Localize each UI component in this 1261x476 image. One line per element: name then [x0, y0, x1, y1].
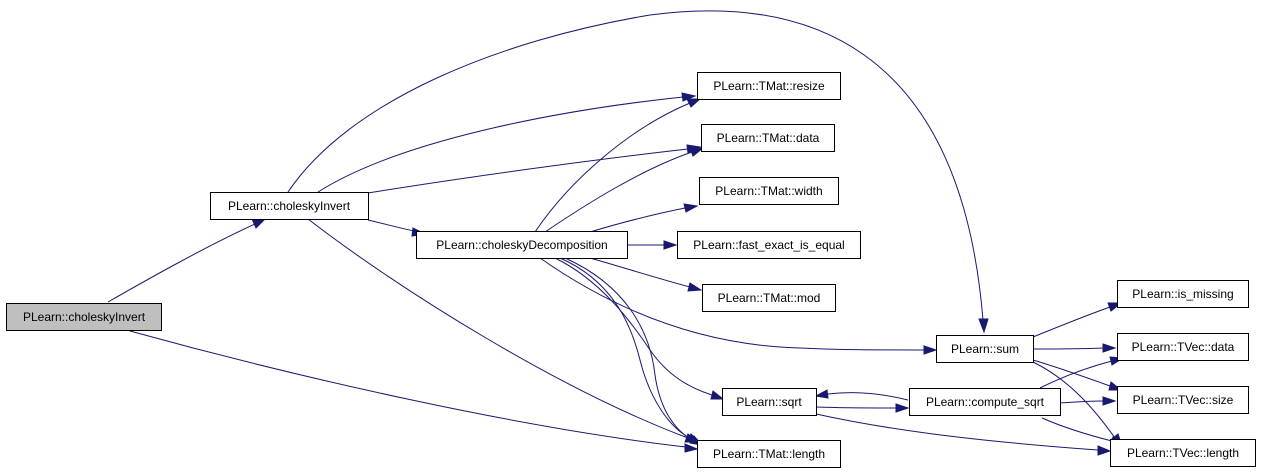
edge-invert2-to-sum [287, 10, 989, 334]
node-cholesky-decomposition[interactable]: PLearn::choleskyDecomposition [416, 231, 628, 259]
edge-decomp-to-tmat-mod [589, 257, 703, 292]
edge-decomp-to-tmat-data [544, 147, 705, 233]
node-label: PLearn::compute_sqrt [926, 395, 1045, 409]
node-tmat-length[interactable]: PLearn::TMat::length [697, 440, 841, 468]
edge-decomp-to-sum [539, 257, 938, 355]
node-tmat-resize[interactable]: PLearn::TMat::resize [697, 72, 841, 100]
node-tvec-length[interactable]: PLearn::TVec::length [1110, 439, 1256, 467]
edge-invert2-to-resize [317, 92, 697, 193]
node-tmat-width[interactable]: PLearn::TMat::width [699, 177, 839, 205]
node-label: PLearn::TVec::size [1133, 393, 1234, 407]
node-tvec-size[interactable]: PLearn::TVec::size [1117, 386, 1249, 414]
edge-compute-sqrt-to-tvec-size [1059, 396, 1117, 406]
node-tmat-mod[interactable]: PLearn::TMat::mod [702, 284, 836, 312]
node-label: PLearn::TMat::mod [718, 291, 821, 305]
node-label: PLearn::sum [951, 342, 1019, 356]
edge-compute-sqrt-to-sqrt [814, 389, 909, 401]
node-tvec-data[interactable]: PLearn::TVec::data [1117, 333, 1249, 361]
node-sum[interactable]: PLearn::sum [936, 335, 1034, 363]
node-cholesky-invert[interactable]: PLearn::choleskyInvert [210, 192, 369, 220]
node-label: PLearn::TVec::data [1132, 340, 1235, 354]
node-label: PLearn::TMat::resize [713, 79, 825, 93]
node-is-missing[interactable]: PLearn::is_missing [1117, 280, 1249, 308]
node-compute-sqrt[interactable]: PLearn::compute_sqrt [909, 388, 1061, 416]
edge-decomp-to-sqrt [554, 257, 725, 400]
edge-invert2-to-tmat-data [367, 144, 702, 194]
node-root-cholesky-invert[interactable]: PLearn::choleskyInvert [6, 303, 162, 331]
edge-sqrt-to-tvec-length [815, 413, 1112, 456]
node-label: PLearn::sqrt [736, 395, 802, 409]
edge-decomp-to-resize [534, 98, 702, 233]
node-label: PLearn::TVec::length [1127, 446, 1239, 460]
node-label: PLearn::TMat::data [717, 131, 820, 145]
node-label: PLearn::fast_exact_is_equal [693, 238, 844, 252]
edge-decomp-to-tmat-length-b [564, 257, 704, 446]
node-fast-exact-is-equal[interactable]: PLearn::fast_exact_is_equal [677, 231, 861, 259]
node-sqrt[interactable]: PLearn::sqrt [722, 388, 817, 416]
node-label: PLearn::choleskyDecomposition [436, 238, 607, 252]
edge-sum-to-is-missing [1032, 302, 1123, 338]
node-label: PLearn::TMat::length [713, 447, 825, 461]
edge-decomp-to-tmat-width [589, 203, 699, 233]
edge-root-to-invert2 [107, 218, 267, 303]
edge-root-to-tmat-length [129, 330, 699, 453]
edge-sqrt-to-compute-sqrt [815, 403, 910, 413]
edge-sum-to-tvec-data [1032, 343, 1117, 353]
node-label: PLearn::choleskyInvert [228, 199, 351, 213]
node-label: PLearn::TMat::width [715, 184, 822, 198]
node-label: PLearn::is_missing [1132, 287, 1233, 301]
node-label: PLearn::choleskyInvert [23, 310, 146, 324]
edge-decomp-to-fast-eq [627, 240, 678, 250]
edge-decomp-to-tmat-length-a [559, 257, 702, 444]
node-tmat-data[interactable]: PLearn::TMat::data [701, 124, 835, 152]
